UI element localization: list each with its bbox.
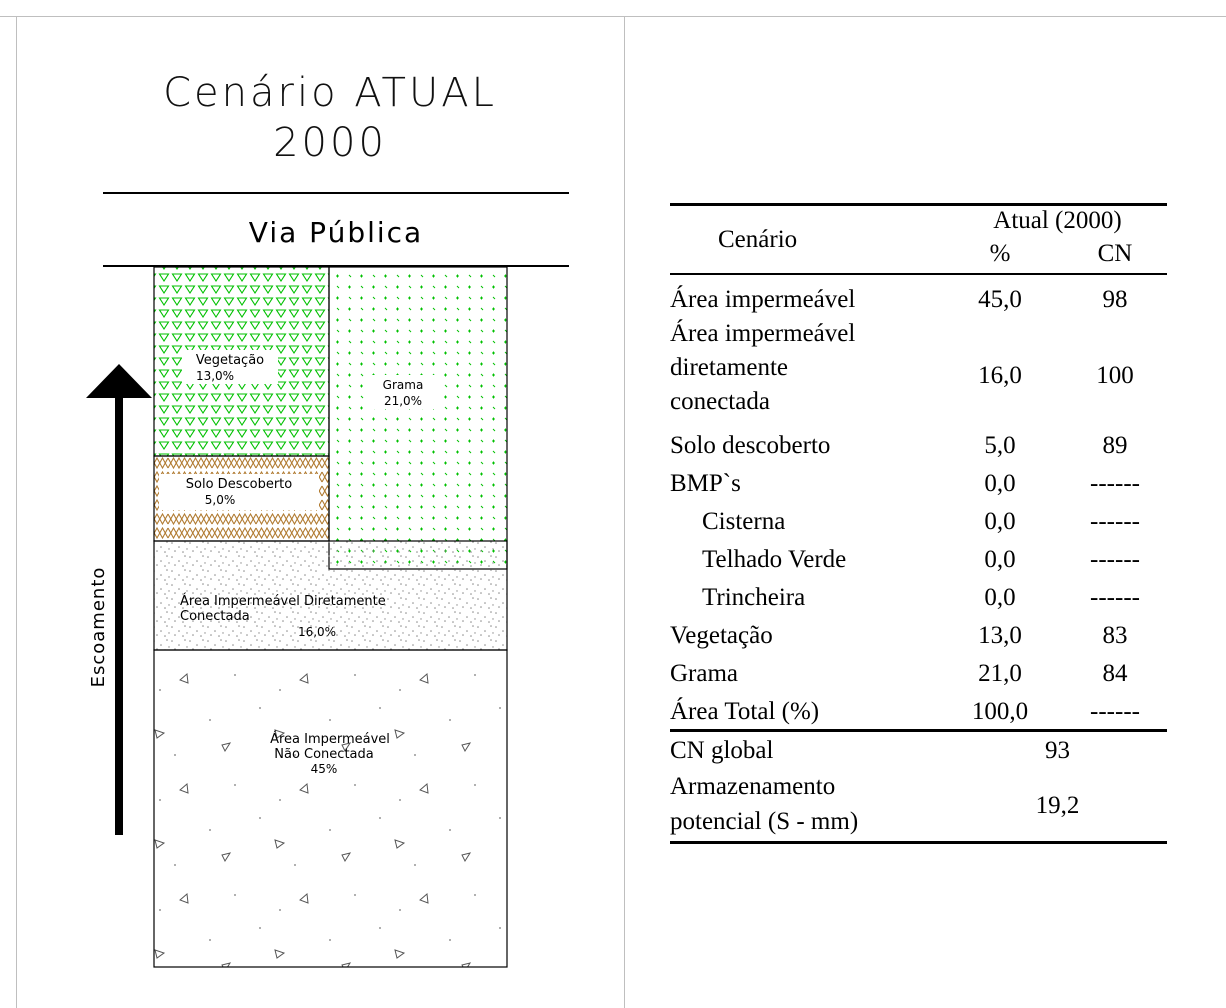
row-label: Trincheira: [702, 584, 806, 611]
flow-label: Escoamento: [88, 567, 109, 688]
label-ainc-pct: 45%: [311, 762, 338, 776]
row-label: Vegetação: [670, 622, 773, 649]
label-aidc-line1: Área Impermeável Diretamente: [180, 593, 386, 609]
row-label: Área Total (%): [670, 698, 820, 725]
cn-global-value: 93: [1045, 737, 1070, 764]
row-label-line3: conectada: [670, 388, 770, 415]
header-cn: CN: [1097, 240, 1133, 267]
row-cn: 83: [1102, 622, 1128, 649]
row-pct: 0,0: [984, 546, 1016, 573]
row-cn: ------: [1090, 584, 1140, 611]
row-cn: 100: [1096, 362, 1134, 389]
label-vegetacao: Vegetação: [196, 353, 264, 368]
diagram-title: Cenário ATUAL 2000: [140, 68, 520, 168]
summary-rule: [670, 729, 1167, 732]
frame-left-border: [16, 16, 17, 1008]
road-bottom-line: [103, 265, 569, 267]
table-top-rule: [670, 203, 1167, 206]
header-group: Atual (2000): [993, 207, 1122, 234]
label-solo-descoberto: Solo Descoberto: [186, 477, 292, 492]
frame-divider: [624, 16, 625, 1008]
flow-arrow-head: [86, 364, 152, 398]
row-pct: 0,0: [984, 470, 1016, 497]
header-pct: %: [989, 240, 1011, 267]
zone-area-imp-dir-conectada: [153, 540, 508, 651]
row-pct: 13,0: [978, 622, 1022, 649]
row-cn: ------: [1090, 470, 1140, 497]
row-pct: 0,0: [984, 584, 1016, 611]
storage-label-line2: potencial (S - mm): [670, 808, 859, 835]
label-aidc-line2: Conectada: [180, 609, 250, 624]
row-label: Cisterna: [702, 508, 786, 535]
row-label: Solo descoberto: [670, 432, 831, 459]
row-cn: 89: [1102, 432, 1128, 459]
cn-global-label: CN global: [670, 737, 774, 764]
zone-area-imp-nao-conectada: [153, 649, 508, 968]
diagram-title-line1: Cenário ATUAL: [163, 70, 497, 116]
storage-label-line1: Armazenamento: [670, 773, 836, 800]
label-ainc-line1: Área Impermeável: [270, 731, 390, 747]
row-label: BMP`s: [670, 470, 741, 497]
zone-grama: [328, 266, 508, 570]
row-label-line2: diretamente: [670, 354, 788, 381]
road-label: Via Pública: [248, 216, 424, 249]
header-rule: [670, 273, 1167, 275]
row-cn: 98: [1102, 286, 1128, 313]
label-grama: Grama: [383, 378, 424, 392]
label-aidc-pct: 16,0%: [298, 625, 336, 639]
row-label-line1: Área impermeável: [670, 320, 856, 347]
row-cn: ------: [1090, 508, 1140, 535]
label-ainc-line2: Não Conectada: [274, 747, 373, 762]
row-label: Área impermeável: [670, 286, 856, 313]
row-label: Grama: [670, 660, 739, 687]
land-use-diagram: Vegetação 13,0% Grama 21,0% Solo Descobe…: [86, 266, 508, 968]
row-cn: ------: [1090, 698, 1140, 725]
row-pct: 16,0: [978, 362, 1022, 389]
row-pct: 100,0: [971, 698, 1029, 725]
row-label: Telhado Verde: [702, 546, 847, 573]
diagram-title-line2: 2000: [273, 120, 387, 166]
table-bottom-rule: [670, 841, 1167, 844]
row-pct: 21,0: [978, 660, 1022, 687]
label-vegetacao-pct: 13,0%: [196, 369, 234, 383]
header-scenario: Cenário: [718, 226, 798, 253]
row-pct: 45,0: [978, 286, 1022, 313]
label-solo-descoberto-pct: 5,0%: [205, 493, 236, 507]
row-pct: 0,0: [984, 508, 1016, 535]
storage-value: 19,2: [1035, 792, 1080, 819]
flow-arrow-shaft: [115, 398, 123, 835]
row-cn: 84: [1102, 660, 1128, 687]
road-top-line: [103, 192, 569, 194]
row-pct: 5,0: [984, 432, 1016, 459]
frame-top-border: [0, 16, 1226, 17]
row-cn: ------: [1090, 546, 1140, 573]
label-grama-pct: 21,0%: [384, 394, 422, 408]
